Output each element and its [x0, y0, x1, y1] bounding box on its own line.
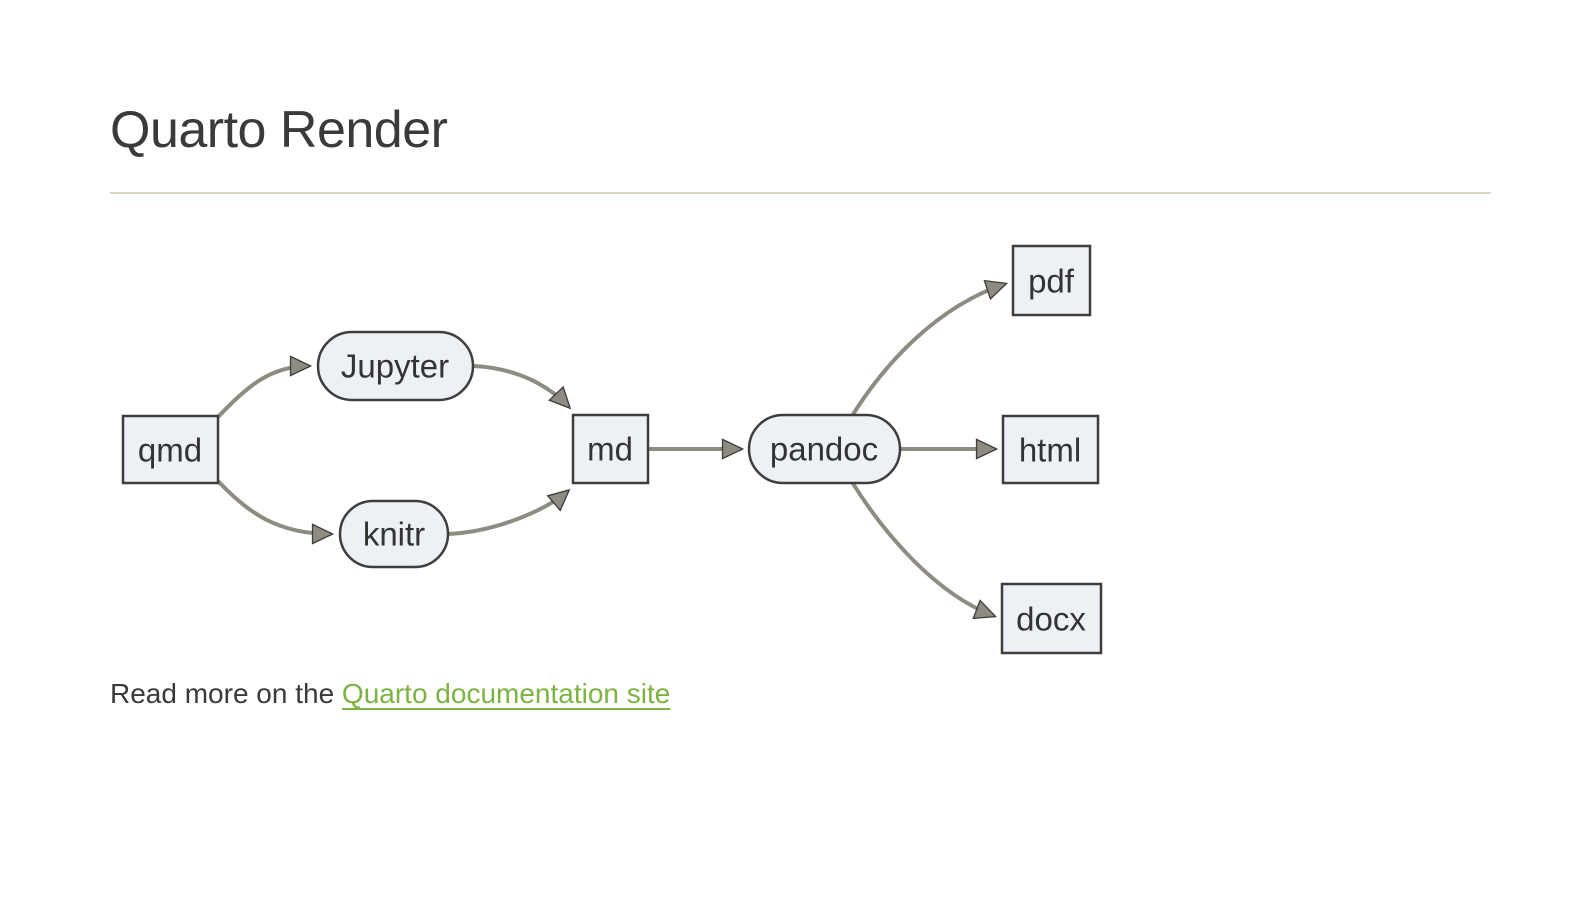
node-md: md — [571, 413, 650, 485]
edge-pandoc-to-pdf — [850, 279, 1009, 418]
read-more-text: Read more on the Quarto documentation si… — [110, 674, 670, 713]
node-pdf-box — [1011, 244, 1092, 317]
node-pandoc-label: pandoc — [770, 431, 878, 468]
node-pandoc-box — [747, 413, 902, 485]
node-knitr-box — [338, 499, 450, 569]
node-docx-label: docx — [1016, 601, 1086, 638]
node-qmd: qmd — [121, 414, 220, 485]
node-jupyter: Jupyter — [316, 330, 475, 402]
node-knitr-label: knitr — [363, 516, 425, 553]
node-docx-box — [1000, 582, 1103, 655]
node-jupyter-box — [316, 330, 475, 402]
title-divider — [110, 192, 1491, 194]
node-pandoc: pandoc — [747, 413, 902, 485]
node-qmd-box — [121, 414, 220, 485]
node-md-label: md — [587, 431, 633, 468]
edge-qmd-to-knitr — [216, 479, 335, 545]
page-title: Quarto Render — [110, 101, 448, 159]
diagram-edges — [216, 279, 1009, 620]
edge-jupyter-to-md — [472, 364, 572, 410]
edge-qmd-to-jupyter — [216, 355, 313, 419]
node-knitr: knitr — [338, 499, 450, 569]
node-html-label: html — [1019, 432, 1081, 469]
node-pdf: pdf — [1011, 244, 1092, 317]
node-qmd-label: qmd — [138, 432, 202, 469]
node-html: html — [1001, 414, 1100, 485]
edge-knitr-to-md — [447, 488, 571, 536]
node-pdf-label: pdf — [1028, 263, 1075, 300]
quarto-docs-link[interactable]: Quarto documentation site — [341, 678, 671, 709]
node-md-box — [571, 413, 650, 485]
node-docx: docx — [1000, 582, 1103, 655]
edge-pandoc-to-docx — [850, 480, 998, 620]
node-jupyter-label: Jupyter — [341, 348, 449, 385]
node-html-box — [1001, 414, 1100, 485]
read-more-prefix: Read more on the — [110, 678, 342, 709]
